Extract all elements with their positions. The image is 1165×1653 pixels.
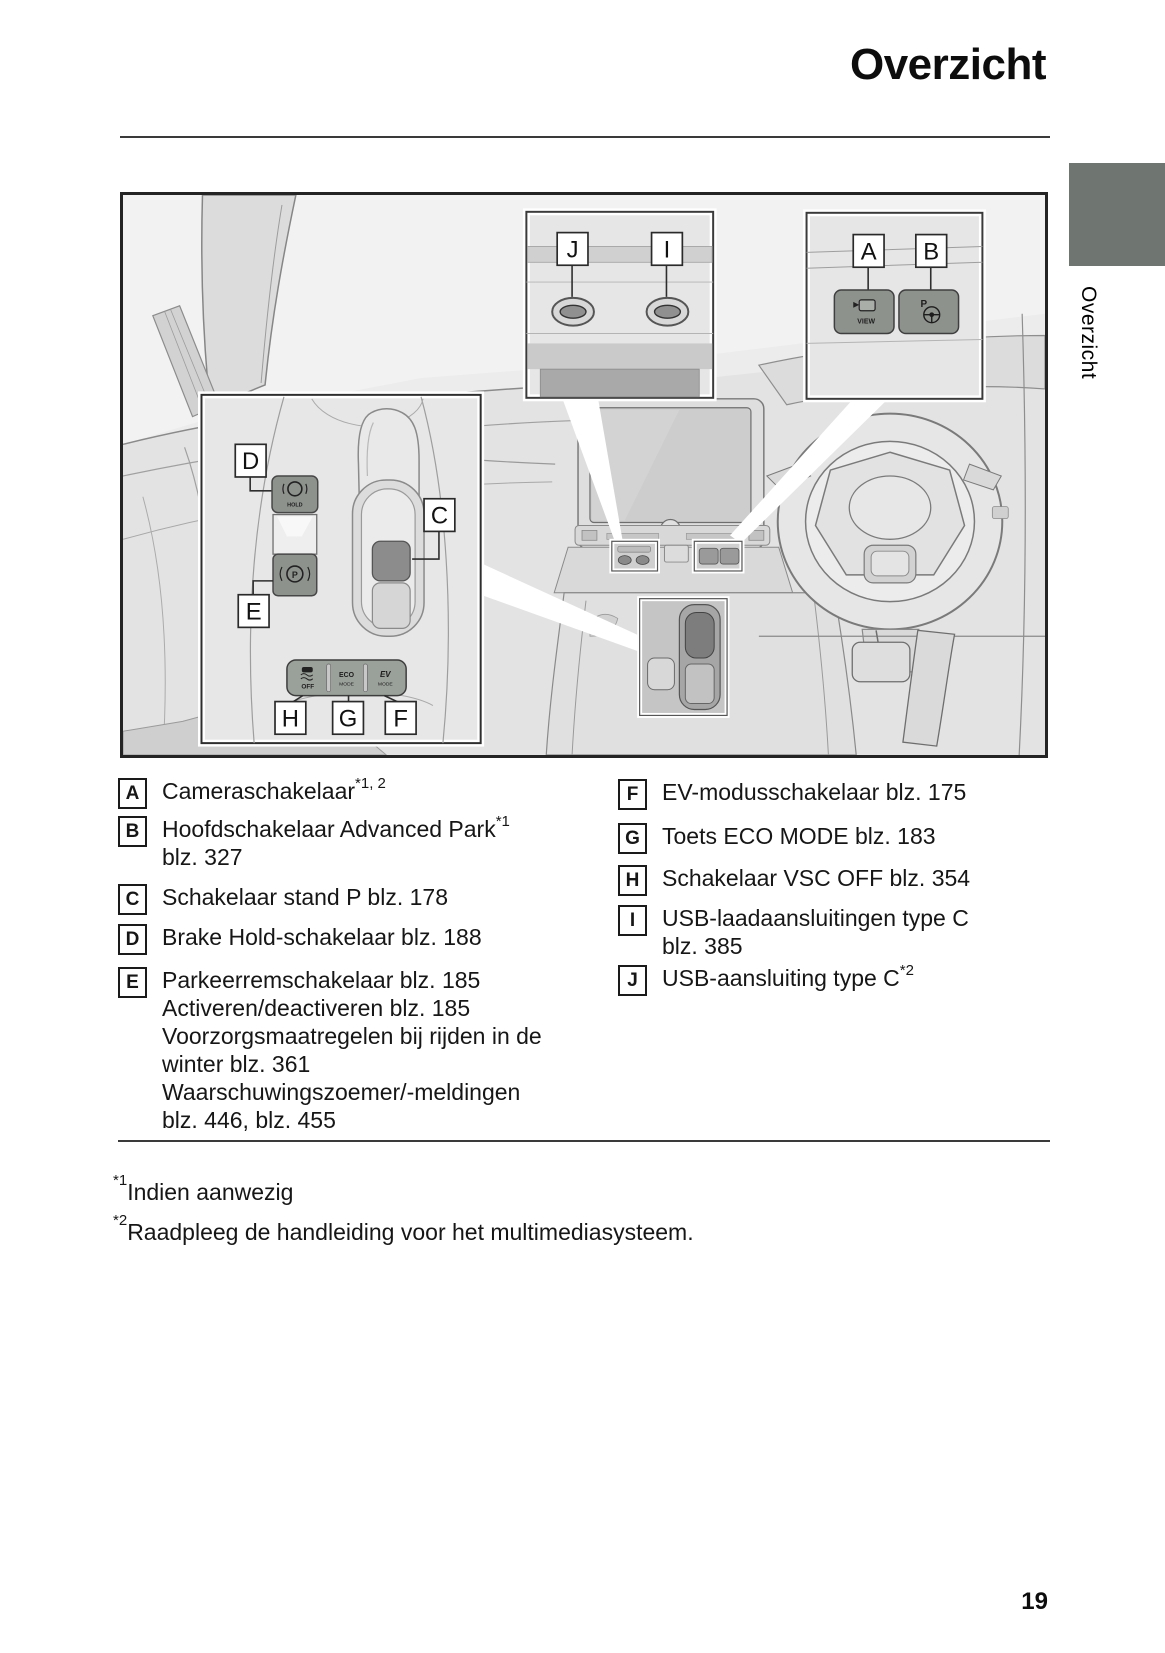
legend-key-a: A (118, 778, 147, 809)
ev-mode-button: EV MODE (378, 670, 394, 688)
callout-E: E (237, 593, 270, 629)
svg-text:EV: EV (380, 670, 391, 679)
legend-item-d: D Brake Hold-schakelaar blz. 188 (118, 923, 482, 955)
legend-item-j: J USB-aansluiting type C*2 (618, 963, 914, 996)
pedals (851, 629, 956, 747)
page-number: 19 (1021, 1588, 1048, 1615)
camera-view-button: VIEW (833, 289, 895, 335)
parking-brake-switch: P (272, 513, 318, 597)
vsc-off-button: OFF (300, 666, 314, 691)
svg-text:G: G (339, 705, 358, 732)
wedge-console (480, 563, 641, 653)
svg-text:MODE: MODE (339, 682, 355, 688)
buttons-area-highlight (691, 538, 745, 574)
legend-key-g: G (618, 823, 647, 854)
callout-H: H (274, 700, 307, 736)
cup-holder (647, 657, 675, 691)
svg-text:J: J (567, 236, 579, 263)
legend-item-i: I USB-laadaansluitingen type C blz. 385 (618, 904, 969, 960)
legend-key-f: F (618, 779, 647, 810)
usb-port-j (551, 296, 595, 327)
a-pillar (152, 195, 297, 418)
legend-key-h: H (618, 865, 647, 896)
legend-key-d: D (118, 924, 147, 955)
shift-selector (351, 408, 425, 638)
wedge-usb (562, 397, 623, 542)
callout-I: I (650, 231, 684, 267)
brake-hold-button: HOLD (271, 475, 319, 514)
svg-text:D: D (242, 448, 259, 475)
wedge-buttons (730, 398, 889, 544)
callout-F: F (384, 700, 417, 736)
parking-brake-p-label: P (292, 570, 298, 580)
console-area-highlight (637, 596, 730, 718)
legend-item-g: G Toets ECO MODE blz. 183 (618, 822, 936, 854)
page-title: Overzicht (849, 40, 1047, 89)
mode-buttons: OFF ECO MODE EV MODE (286, 659, 407, 697)
dashboard-figure: J I VIEW P (120, 192, 1048, 758)
legend-item-a: A Cameraschakelaar*1, 2 (118, 776, 386, 809)
hold-label: HOLD (287, 503, 303, 509)
legend-key-b: B (118, 816, 147, 847)
callout-C: C (423, 497, 456, 533)
shifter-inset: HOLD P (198, 391, 485, 747)
eco-mode-button: ECO MODE (339, 672, 355, 688)
accelerator-pedal (902, 629, 956, 747)
legend-item-c: C Schakelaar stand P blz. 178 (118, 883, 448, 915)
callout-J: J (556, 231, 589, 267)
legend-item-e: E Parkeerremschakelaar blz. 185 Activere… (118, 966, 542, 1134)
legend-item-b: B Hoofdschakelaar Advanced Park*1 blz. 3… (118, 814, 510, 871)
advanced-park-button: P (898, 289, 960, 335)
power-outlet (663, 544, 689, 563)
footnote-2: *2Raadpleeg de handleiding voor het mult… (113, 1212, 694, 1245)
callout-G: G (331, 700, 365, 736)
svg-text:F: F (393, 705, 408, 732)
callout-D: D (234, 443, 267, 478)
usb-inset: J I (522, 208, 717, 402)
vsc-off-label: OFF (301, 684, 314, 691)
callout-B: B (914, 233, 948, 269)
svg-text:A: A (861, 238, 877, 265)
chapter-tab-label: Overzicht (1077, 286, 1100, 380)
header-rule (120, 136, 1050, 138)
legend-key-j: J (618, 965, 647, 996)
usb-port-i (645, 296, 690, 327)
legend-key-c: C (118, 884, 147, 915)
svg-text:ECO: ECO (339, 672, 355, 679)
legend-item-f: F EV-modusschakelaar blz. 175 (618, 778, 966, 810)
svg-text:H: H (282, 705, 299, 732)
footer-rule (118, 1140, 1050, 1142)
svg-text:I: I (664, 236, 671, 263)
camera-park-inset: VIEW P A B (803, 209, 986, 403)
footnote-1: *1Indien aanwezig (113, 1172, 294, 1205)
svg-text:MODE: MODE (378, 682, 394, 688)
svg-text:E: E (246, 598, 262, 625)
legend-item-h: H Schakelaar VSC OFF blz. 354 (618, 864, 970, 896)
callout-A: A (852, 233, 885, 269)
dashboard-illustration: J I VIEW P (123, 195, 1045, 755)
svg-text:C: C (431, 503, 448, 530)
usb-area-highlight (609, 538, 661, 574)
brake-pedal (851, 641, 911, 683)
legend-key-i: I (618, 905, 647, 936)
svg-text:B: B (923, 238, 939, 265)
legend-key-e: E (118, 967, 147, 998)
chapter-tab (1069, 163, 1165, 266)
park-assist-p-label: P (920, 299, 927, 310)
view-label: VIEW (857, 319, 875, 326)
